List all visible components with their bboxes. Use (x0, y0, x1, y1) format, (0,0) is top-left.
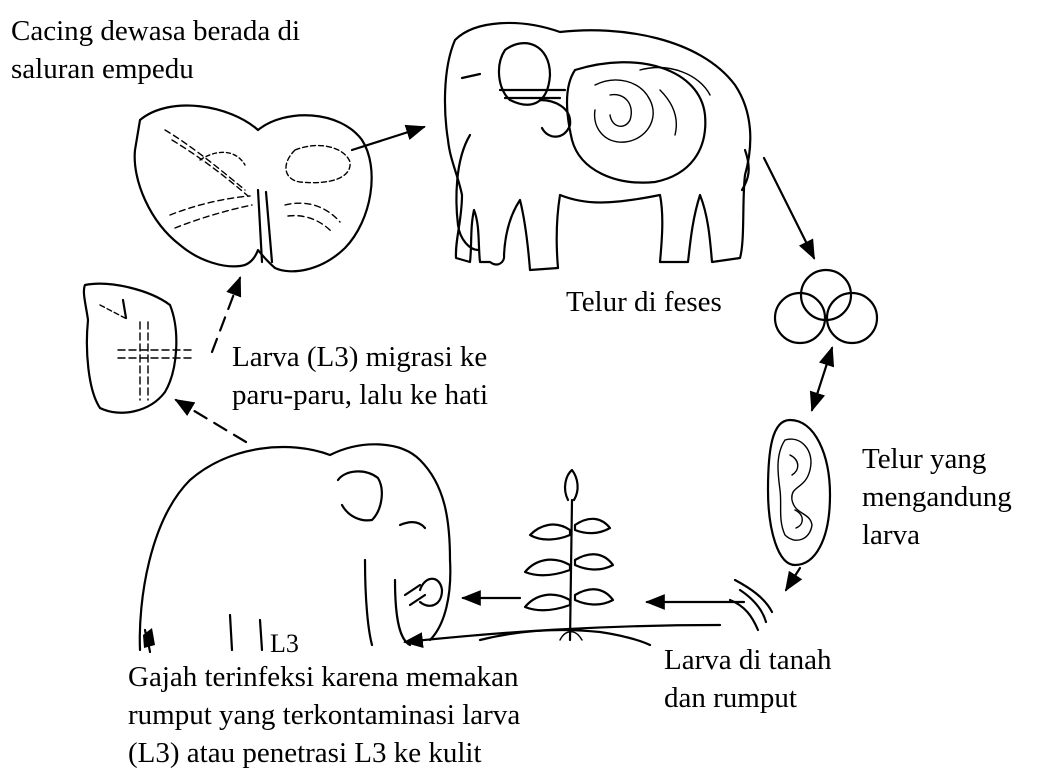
arrow-liver-to-elephant (352, 127, 424, 150)
arrow-elephant-to-eggs (764, 158, 814, 258)
arrow-embryonated-egg-to-soil (786, 568, 800, 590)
embryonated-egg-illustration (768, 420, 830, 565)
l3-tag: L3 (270, 629, 299, 658)
adult-elephant-illustration (445, 23, 750, 270)
label-larva-migration-line-2: paru-paru, lalu ke hati (232, 376, 488, 414)
label-adult-worm-line-1: Cacing dewasa berada di (11, 12, 300, 50)
label-larva-migration: Larva (L3) migrasi ke paru-paru, lalu ke… (232, 338, 488, 414)
label-larva-migration-line-1: Larva (L3) migrasi ke (232, 338, 488, 376)
label-infection-line-2: rumput yang terkontaminasi larva (128, 696, 520, 734)
eggs-illustration (775, 270, 877, 343)
label-embryonated-egg-line-1: Telur yang (862, 440, 1012, 478)
grass-plant-illustration (480, 470, 650, 645)
label-larva-soil-line-2: dan rumput (664, 679, 831, 717)
label-embryonated-egg-line-3: larva (862, 516, 1012, 554)
arrow-soil-to-elephant-ground (405, 625, 720, 642)
label-larva-soil-line-1: Larva di tanah (664, 641, 831, 679)
label-embryonated-egg-line-2: mengandung (862, 478, 1012, 516)
liver-illustration (135, 106, 372, 272)
label-infection-line-3: (L3) atau penetrasi L3 ke kulit (128, 734, 520, 772)
label-embryonated-egg: Telur yang mengandung larva (862, 440, 1012, 554)
arrow-eggs-to-embryonated-egg (812, 348, 832, 410)
l3-tag-text: L3 (270, 629, 299, 658)
label-larva-soil: Larva di tanah dan rumput (664, 641, 831, 717)
soil-larvae-illustration (730, 580, 772, 630)
label-infection: Gajah terinfeksi karena memakan rumput y… (128, 658, 520, 772)
label-infection-line-1: Gajah terinfeksi karena memakan (128, 658, 520, 696)
label-adult-worm: Cacing dewasa berada di saluran empedu (11, 12, 300, 88)
infected-elephant-illustration (140, 444, 451, 652)
label-eggs-feces-line-1: Telur di feses (566, 283, 722, 321)
label-eggs-feces: Telur di feses (566, 283, 722, 321)
label-adult-worm-line-2: saluran empedu (11, 50, 300, 88)
lung-illustration (84, 284, 195, 413)
